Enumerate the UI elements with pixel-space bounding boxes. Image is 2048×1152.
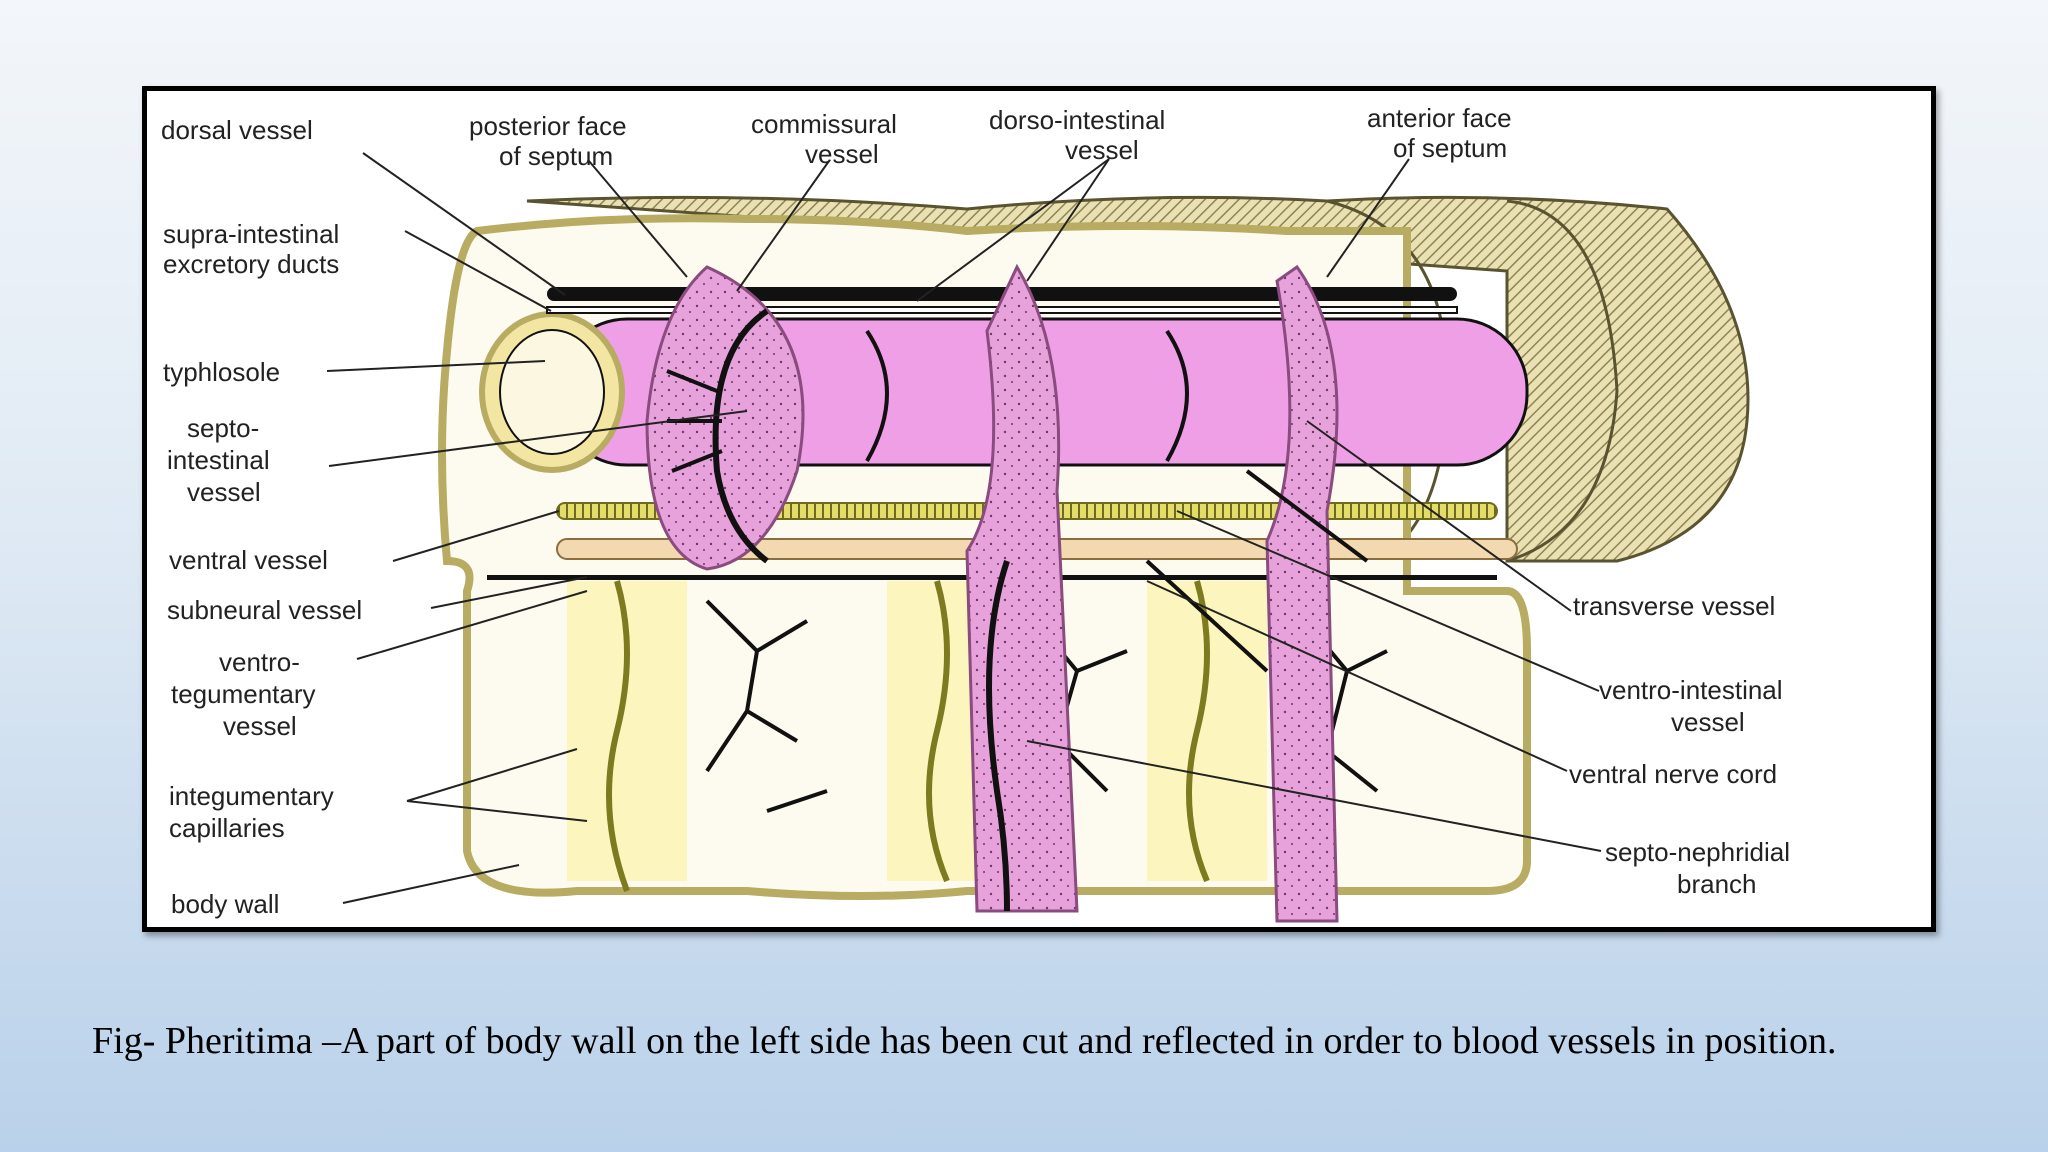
label-septo-intestinal-1: septo- [187,413,259,443]
label-typhlosole: typhlosole [163,357,280,387]
leader-dorso-intestinal-b [1026,158,1110,282]
leader-posterior-face [588,160,688,278]
label-integumentary-2: capillaries [169,813,285,843]
leader-body-wall [342,864,520,904]
label-supra-intestinal-2: excretory ducts [163,249,339,279]
figure-frame: dorsal vessel posterior face of septum c… [142,86,1936,932]
label-ventro-intestinal-1: ventro-intestinal [1599,675,1783,705]
leader-subneural [430,576,588,609]
label-transverse-vessel: transverse vessel [1573,591,1775,621]
leader-commissural [736,160,830,292]
leader-ventral-nerve-cord [1146,580,1568,772]
label-supra-intestinal-1: supra-intestinal [163,219,339,249]
label-dorso-intestinal-2: vessel [1065,135,1139,165]
label-dorso-intestinal-1: dorso-intestinal [989,105,1165,135]
label-dorsal-vessel: dorsal vessel [161,115,313,145]
figure-caption: Fig- Pheritima –A part of body wall on t… [92,1020,1837,1062]
label-septo-nephridial-1: septo-nephridial [1605,837,1790,867]
label-septo-nephridial-2: branch [1677,869,1757,899]
label-septo-intestinal-3: vessel [187,477,261,507]
leader-ventro-tegumentary [356,590,588,660]
leader-ventro-intestinal [1176,510,1600,692]
label-subneural-vessel: subneural vessel [167,595,362,625]
label-commissural-2: vessel [805,139,879,169]
label-anterior-face-2: of septum [1393,133,1507,163]
label-anterior-face-1: anterior face [1367,103,1512,133]
label-body-wall: body wall [171,889,279,919]
label-integumentary-1: integumentary [169,781,334,811]
leader-transverse [1306,420,1572,612]
label-ventro-tegumentary-2: tegumentary [171,679,316,709]
label-posterior-face-1: posterior face [469,111,627,141]
leader-ventral-vessel [392,510,560,562]
label-septo-intestinal-2: intestinal [167,445,270,475]
leader-supra-intestinal [404,230,552,312]
leader-typhlosole [326,360,546,372]
label-posterior-face-2: of septum [499,141,613,171]
labels: dorsal vessel posterior face of septum c… [161,103,1790,919]
vessel-branches [666,308,1369,912]
leader-septo-intestinal [328,410,748,467]
label-ventral-nerve-cord: ventral nerve cord [1569,759,1777,789]
label-ventro-tegumentary-1: ventro- [219,647,300,677]
label-ventro-intestinal-2: vessel [1671,707,1745,737]
label-commissural-1: commissural [751,109,897,139]
leader-integumentary-b [406,800,588,822]
leader-dorso-intestinal-a [916,158,1110,302]
leader-dorsal-vessel [362,152,566,296]
leader-lines [326,152,1602,904]
label-ventro-tegumentary-3: vessel [223,711,297,741]
leader-anterior-face [1326,158,1410,278]
earthworm-circulation-diagram: dorsal vessel posterior face of septum c… [161,103,1790,923]
leader-septo-nephridial [1026,740,1602,852]
leader-integumentary-a [406,748,578,802]
label-ventral-vessel: ventral vessel [169,545,328,575]
